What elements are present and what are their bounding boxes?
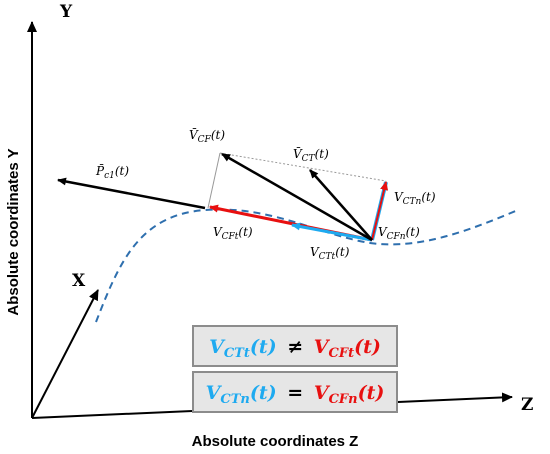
z-axis-title: Absolute coordinates Z — [192, 433, 359, 450]
equation-box-normal: VCTn(t) = VCFn(t) — [192, 371, 398, 413]
construction-line-top — [219, 152, 387, 182]
label-v-cft: VCFt(t) — [213, 225, 253, 242]
v-ctt-vector — [291, 222, 373, 242]
label-v-cf: V̄CF(t) — [189, 127, 225, 145]
z-axis-letter: Z — [521, 395, 533, 415]
equation-box-tangential: VCTt(t) ≠ VCFt(t) — [192, 325, 398, 367]
v-cfn-vector — [371, 181, 389, 241]
label-p-c1: P̄c1(t) — [95, 163, 129, 181]
y-axis-title: Absolute coordinates Y — [5, 148, 22, 315]
construction-line-cf — [207, 152, 221, 209]
x-axis — [31, 289, 99, 419]
v-ct-vector — [309, 169, 373, 241]
svg-text:VCTt(t) ≠ VCFt(t): VCTt(t) ≠ VCFt(t) — [209, 336, 381, 361]
trajectory-curve — [95, 208, 519, 323]
label-v-cfn: VCFn(t) — [378, 225, 420, 242]
label-v-ctt: VCTt(t) — [310, 245, 350, 262]
y-axis-letter: Y — [59, 2, 73, 22]
label-v-ct: V̄CT(t) — [293, 146, 329, 164]
label-v-ctn: VCTn(t) — [394, 190, 436, 207]
v-cf-vector — [221, 152, 373, 242]
svg-text:VCTn(t) = VCFn(t): VCTn(t) = VCFn(t) — [206, 382, 385, 407]
p-c1-vector — [57, 177, 206, 210]
x-axis-letter: X — [72, 271, 86, 291]
